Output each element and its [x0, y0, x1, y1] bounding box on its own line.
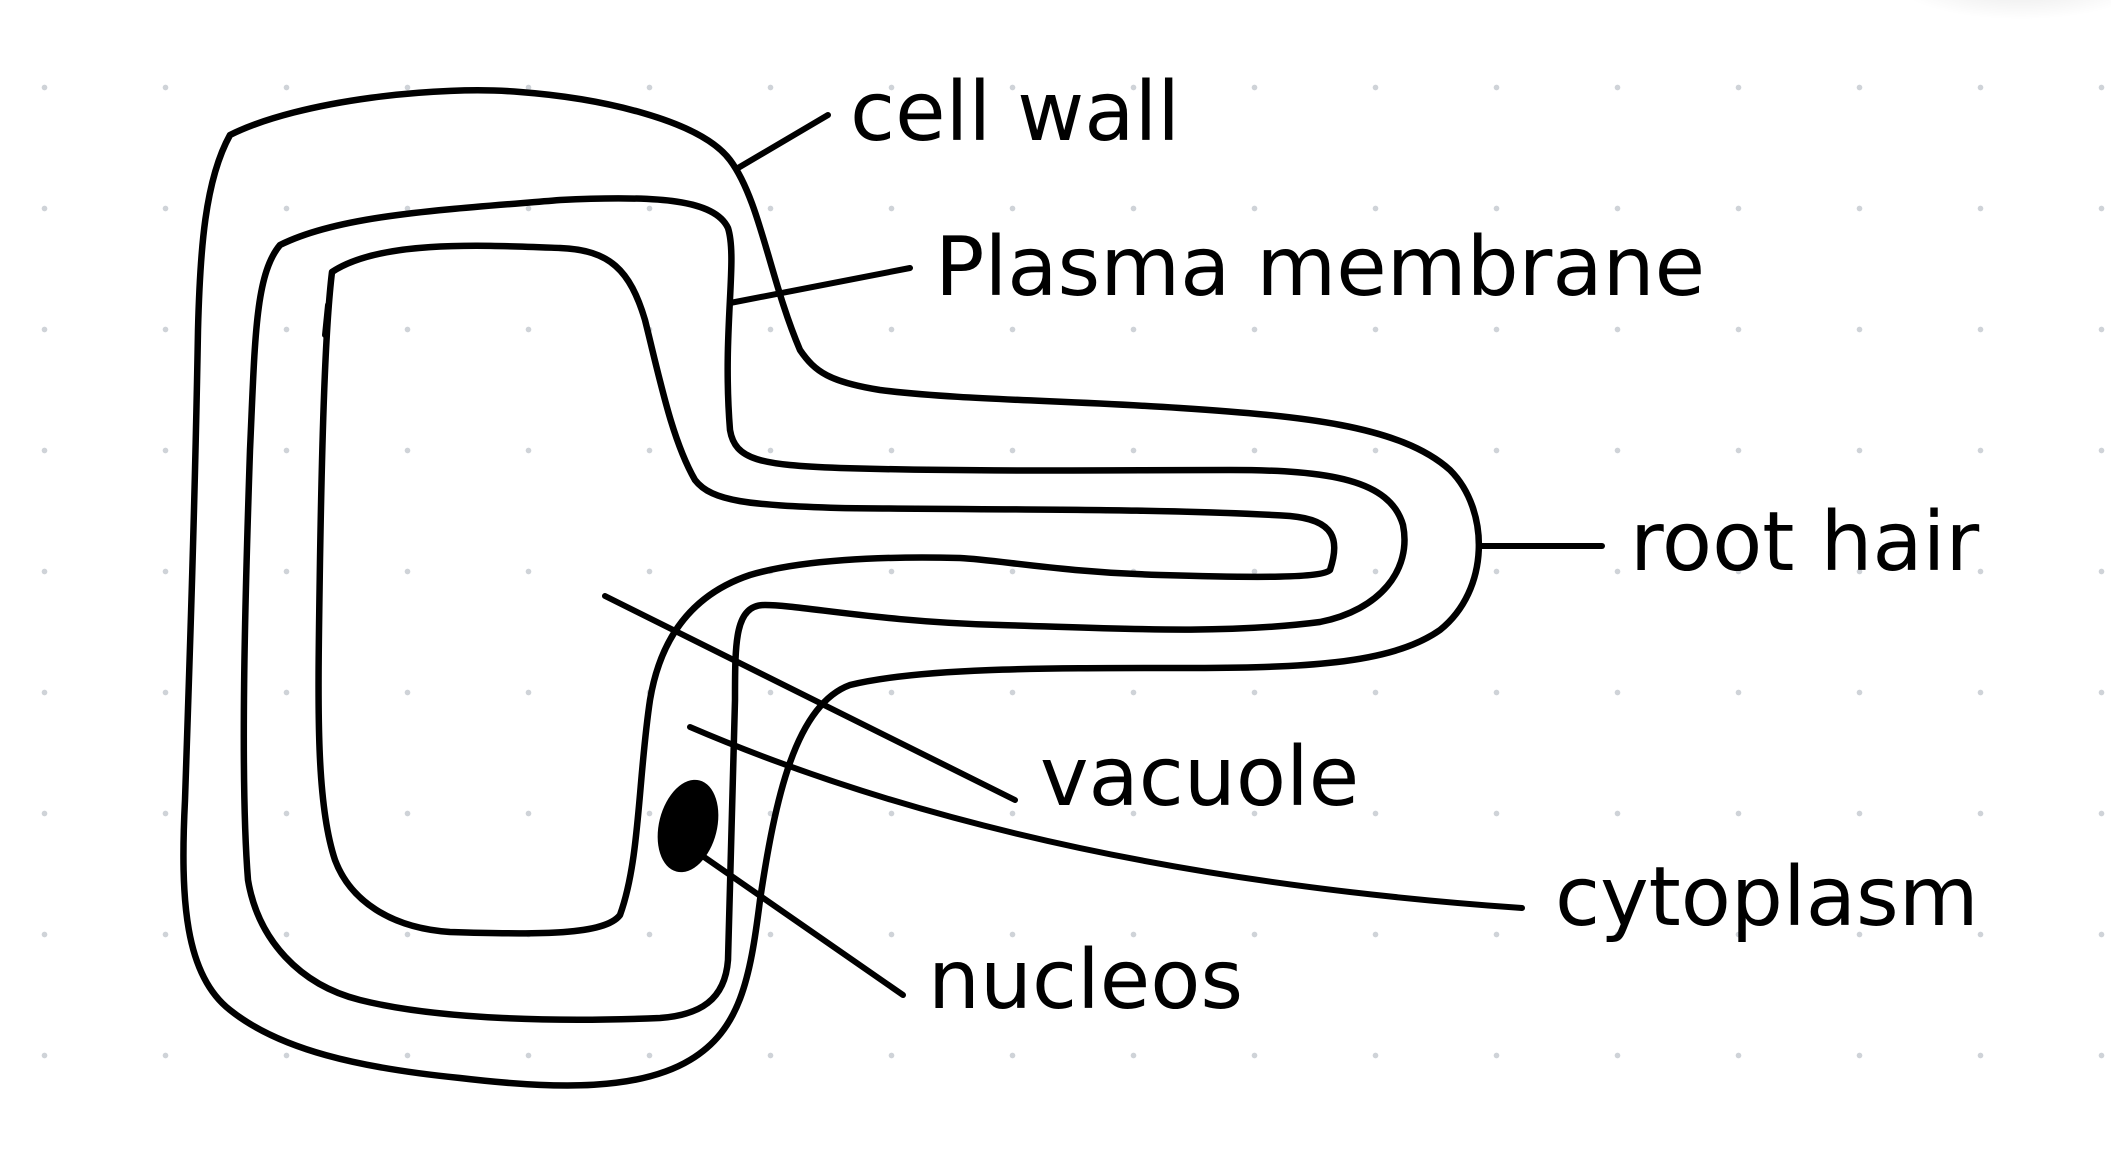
plasma-membrane-outline	[240, 195, 1408, 1023]
vacuole-outline	[315, 242, 1338, 937]
cytoplasm-leader-line	[687, 724, 1525, 911]
vacuole-leader-line	[602, 593, 1018, 803]
cell-wall-label: cell wall	[850, 65, 1180, 160]
vacuole-edge-mark	[322, 302, 331, 338]
plasma-membrane-label: Plasma membrane	[935, 220, 1705, 315]
nucleus-label: nucleos	[928, 933, 1243, 1028]
nucleus-leader-line	[691, 847, 906, 998]
cytoplasm-label: cytoplasm	[1555, 850, 1979, 945]
plasma-membrane-leader-line	[727, 265, 913, 306]
cell-wall-outline	[180, 87, 1483, 1089]
nucleus-shape	[657, 779, 719, 873]
vacuole-label: vacuole	[1040, 730, 1359, 825]
root-hair-label: root hair	[1630, 495, 1979, 590]
cell-wall-leader-line	[735, 112, 831, 171]
